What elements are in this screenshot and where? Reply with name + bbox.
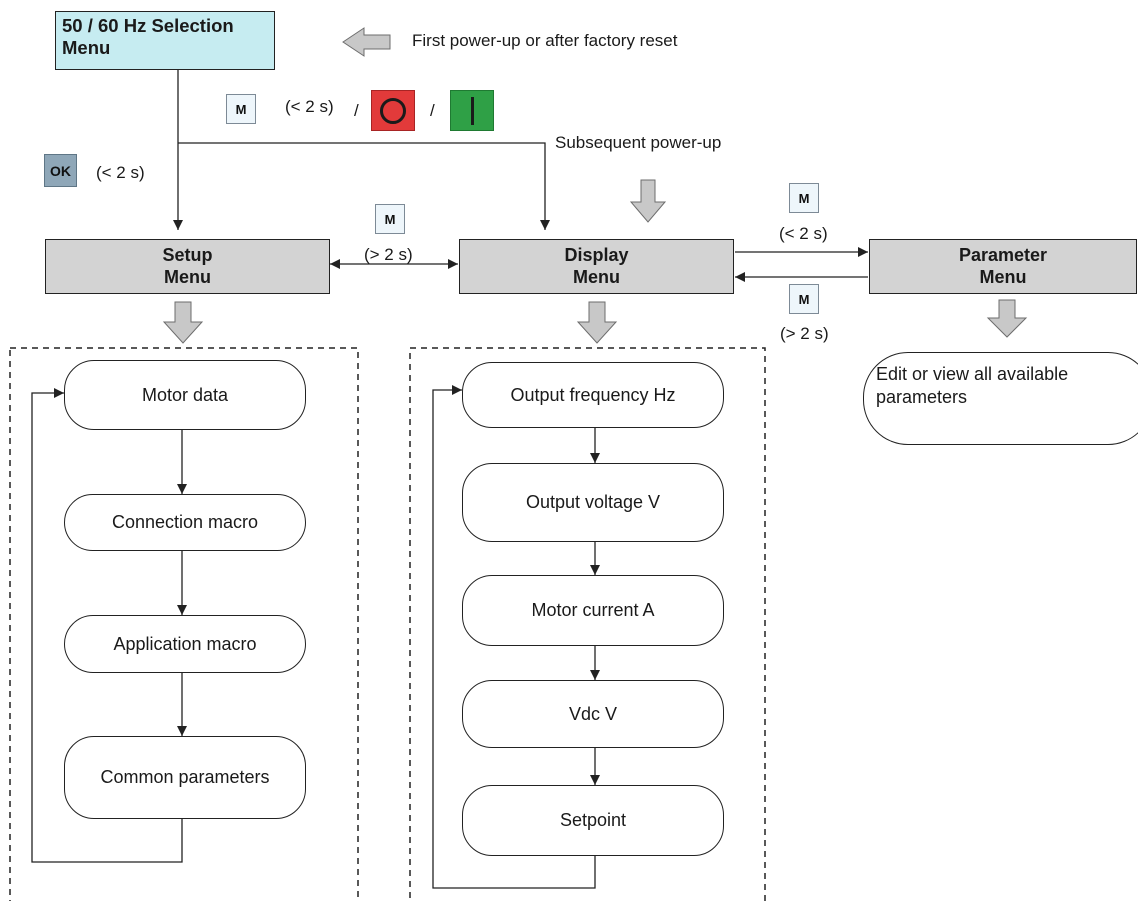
first-powerup-label: First power-up or after factory reset (412, 31, 678, 50)
m-key-icon[interactable]: M (789, 284, 819, 314)
display-item-setpoint: Setpoint (462, 785, 724, 856)
param-display-timing: (> 2 s) (780, 324, 829, 343)
ok-short-timing: (< 2 s) (96, 163, 145, 182)
m-key-icon[interactable]: M (375, 204, 405, 234)
setup-item-application-macro: Application macro (64, 615, 306, 673)
display-item-output-voltage: Output voltage V (462, 463, 724, 542)
m-key-icon[interactable]: M (789, 183, 819, 213)
slash-separator: / (430, 101, 435, 120)
display-param-timing: (< 2 s) (779, 224, 828, 243)
setup-group-frame (9, 347, 359, 901)
hollow-arrow-down-display-icon (576, 301, 618, 344)
hollow-arrow-down-power-icon (629, 179, 667, 223)
arrow-branch-to-display (178, 142, 550, 230)
hz-selection-menu-box: 50 / 60 Hz Selection Menu (55, 11, 275, 70)
hollow-arrow-down-parameter-icon (986, 299, 1028, 338)
display-item-output-frequency: Output frequency Hz (462, 362, 724, 428)
hollow-arrow-left-icon (342, 27, 391, 57)
on-key-icon[interactable] (450, 90, 494, 131)
display-item-motor-current: Motor current A (462, 575, 724, 646)
arrow-setup-loop (31, 388, 183, 863)
setup-item-common-parameters: Common parameters (64, 736, 306, 819)
off-key-icon[interactable] (371, 90, 415, 131)
slash-separator: / (354, 101, 359, 120)
hollow-arrow-down-setup-icon (162, 301, 204, 344)
m-short-timing: (< 2 s) (285, 97, 334, 116)
setup-display-timing: (> 2 s) (364, 245, 413, 264)
setup-item-connection-macro: Connection macro (64, 494, 306, 551)
display-item-vdc: Vdc V (462, 680, 724, 748)
arrow-display-loop (432, 385, 596, 889)
setup-item-motor-data: Motor data (64, 360, 306, 430)
m-key-icon[interactable]: M (226, 94, 256, 124)
display-group-frame (409, 347, 766, 901)
parameter-note: Edit or view all available parameters (863, 352, 1138, 445)
subsequent-powerup-label: Subsequent power-up (555, 133, 722, 152)
ok-key-icon[interactable]: OK (44, 154, 77, 187)
